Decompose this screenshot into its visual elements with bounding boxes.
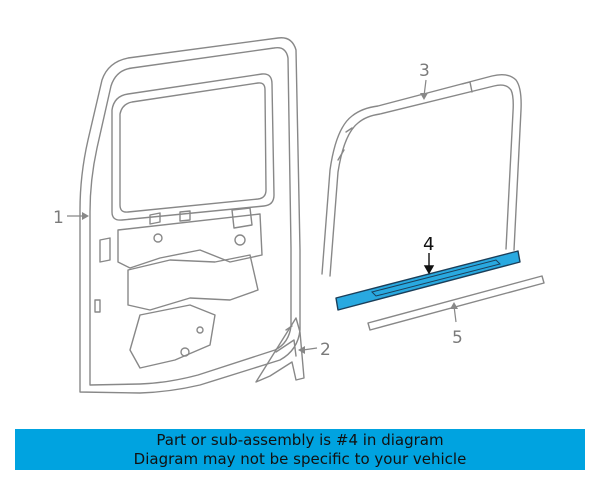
leader-line-2 [302, 347, 318, 351]
leader-arrow-4 [423, 265, 435, 275]
door-shell-part [79, 37, 301, 394]
corner-trim-part [255, 317, 305, 383]
callout-5: 5 [452, 328, 463, 348]
leader-arrow-5 [450, 302, 458, 309]
parts-diagram: 1 2 3 4 5 [53, 37, 545, 394]
banner-line-2: Diagram may not be specific to your vehi… [133, 450, 467, 468]
leader-arrow-1 [82, 212, 89, 220]
leader-arrow-2 [298, 346, 305, 354]
info-banner: Part or sub-assembly is #4 in diagram Di… [15, 429, 585, 470]
belt-weatherstrip-part [335, 250, 521, 311]
callout-1: 1 [53, 208, 64, 228]
glass-run-channel-part [321, 73, 522, 277]
banner-line-1: Part or sub-assembly is #4 in diagram [156, 431, 444, 449]
leader-arrow-3 [420, 93, 428, 100]
callout-2: 2 [320, 340, 331, 360]
inner-belt-strip-part [367, 275, 545, 331]
callout-3: 3 [419, 61, 430, 81]
callout-4: 4 [423, 234, 434, 255]
